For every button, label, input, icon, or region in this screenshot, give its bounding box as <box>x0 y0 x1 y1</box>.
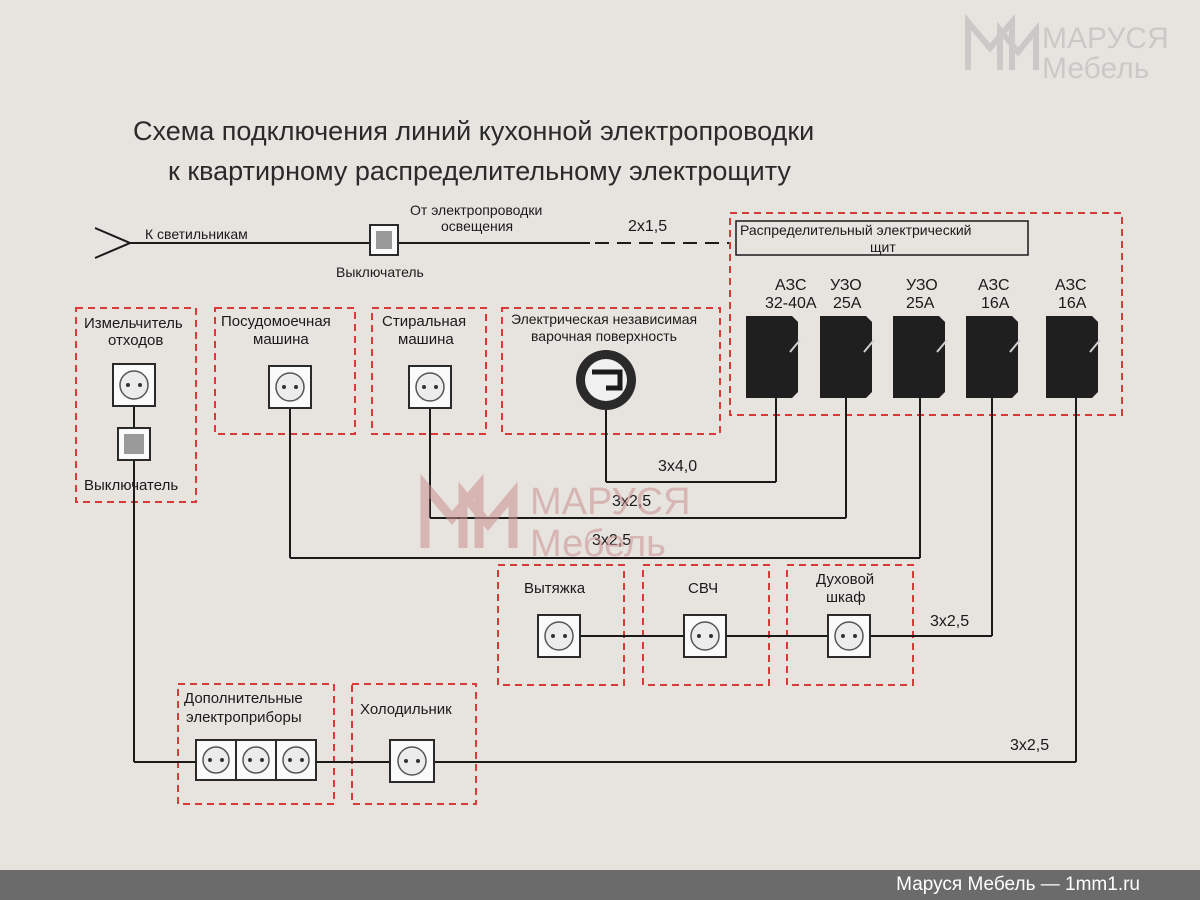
disposer-switch-icon <box>117 427 151 461</box>
hob-label-1: Электрическая независимая <box>511 311 697 327</box>
disposer-label-1: Измельчитель <box>84 315 183 332</box>
oven-label-1: Духовой <box>816 571 874 588</box>
breaker-5-type: АЗС <box>1055 277 1087 294</box>
breaker-1-type: АЗС <box>775 277 807 294</box>
footer-caption: Маруся Мебель — 1mm1.ru <box>896 874 1140 895</box>
hob-connector-icon <box>576 350 636 410</box>
from-wiring-label-2: освещения <box>441 218 513 234</box>
oven-socket-icon <box>827 614 871 658</box>
breaker-1-icon <box>746 316 801 398</box>
breaker-4-type: АЗС <box>978 277 1010 294</box>
washer-cable-label: 3х2,5 <box>612 493 651 510</box>
from-wiring-label-1: От электропроводки <box>410 202 542 218</box>
zone-dishwasher <box>214 307 356 435</box>
dishwasher-label-2: машина <box>253 331 309 348</box>
breaker-2-type: УЗО <box>830 277 862 294</box>
zone-hood <box>497 564 625 686</box>
breaker-4-rating: 16А <box>981 295 1010 312</box>
washer-label-1: Стиральная <box>382 313 466 330</box>
fridge-label: Холодильник <box>360 701 452 718</box>
watermark-logo-top: МАРУСЯ Мебель <box>965 13 1169 85</box>
hood-socket-icon <box>537 614 581 658</box>
breaker-3-rating: 25А <box>906 295 935 312</box>
lighting-line: К светильникам От электропроводки освеще… <box>94 202 730 280</box>
zone-microwave <box>642 564 770 686</box>
washer-label-2: машина <box>398 331 454 348</box>
zone-oven <box>786 564 914 686</box>
hood-label: Вытяжка <box>524 580 586 597</box>
watermark-center-line1: МАРУСЯ <box>530 481 691 523</box>
watermark-center-line2: Мебель <box>530 523 666 565</box>
footer-bar <box>0 870 1200 900</box>
breaker-4-icon <box>966 316 1021 398</box>
washer-socket-icon <box>408 365 452 409</box>
circuit-wires <box>133 398 1077 763</box>
disposer-label-2: отходов <box>108 332 163 349</box>
breaker-5-rating: 16А <box>1058 295 1087 312</box>
breaker-3-icon <box>893 316 948 398</box>
extra-label-1: Дополнительные <box>184 690 303 707</box>
lighting-switch-label: Выключатель <box>336 264 424 280</box>
fridge-socket-icon <box>389 739 435 783</box>
breaker-1-rating: 32-40А <box>765 295 817 312</box>
dishwasher-label-1: Посудомоечная <box>221 313 331 330</box>
distribution-panel: Распределительный электрический щит АЗС … <box>729 212 1123 416</box>
microwave-socket-icon <box>683 614 727 658</box>
diagram-title-line2: к квартирному распределительному электро… <box>168 156 791 186</box>
watermark-logo-center: МАРУСЯ Мебель <box>420 473 691 565</box>
breaker-2-rating: 25А <box>833 295 862 312</box>
oven-label-2: шкаф <box>826 589 866 606</box>
sockets-cable-label: 3х2,5 <box>1010 737 1049 754</box>
lighting-cable-label: 2x1,5 <box>628 218 667 235</box>
panel-title-line1: Распределительный электрический <box>740 222 971 238</box>
zone-extra <box>177 683 335 805</box>
breaker-3-type: УЗО <box>906 277 938 294</box>
breaker-5-icon <box>1046 316 1101 398</box>
disposer-socket-icon <box>112 363 156 407</box>
breaker-2-icon <box>820 316 875 398</box>
hob-cable-label: 3х4,0 <box>658 458 697 475</box>
watermark-top-line2: Мебель <box>1042 52 1149 85</box>
to-lamps-label: К светильникам <box>145 226 248 242</box>
dishwasher-socket-icon <box>268 365 312 409</box>
extra-label-2: электроприборы <box>186 709 302 726</box>
dishwasher-cable-label: 3х2,5 <box>592 532 631 549</box>
appliances-cable-label: 3х2,5 <box>930 613 969 630</box>
panel-title-line2: щит <box>870 239 896 255</box>
microwave-label: СВЧ <box>688 580 718 597</box>
zone-fridge <box>351 683 477 805</box>
zone-disposer <box>75 307 197 503</box>
disposer-switch-label: Выключатель <box>84 477 178 494</box>
watermark-top-line1: МАРУСЯ <box>1042 22 1169 55</box>
hob-label-2: варочная поверхность <box>531 328 677 344</box>
diagram-title-line1: Схема подключения линий кухонной электро… <box>133 116 814 146</box>
extra-triple-socket-icon <box>195 739 317 781</box>
zone-hob <box>501 307 721 435</box>
